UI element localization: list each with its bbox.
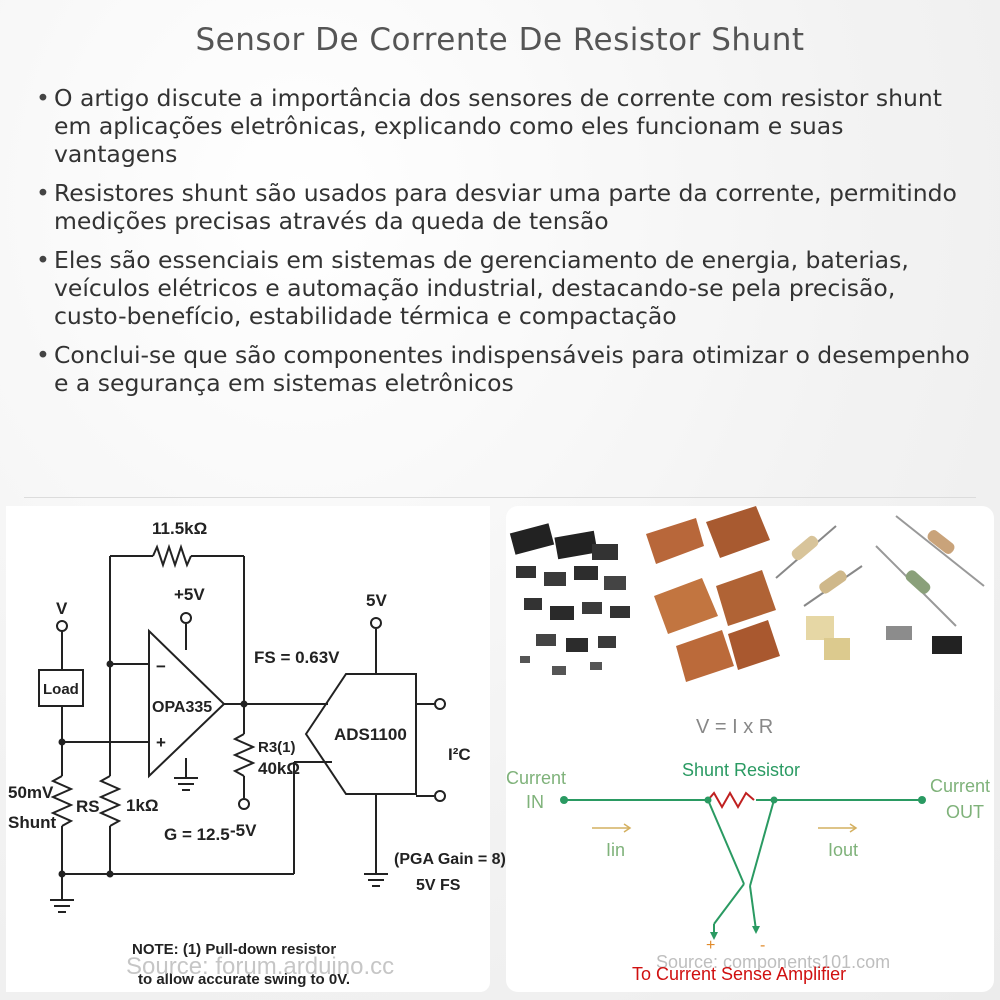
current-in-label: Current: [506, 768, 566, 788]
bullet-item: Conclui-se que são componentes indispens…: [32, 341, 972, 397]
source-watermark-left: Source: forum.arduino.cc: [126, 953, 394, 980]
shunt-resistor-label: Shunt Resistor: [682, 760, 800, 780]
r3-label: R3(1): [258, 739, 296, 756]
load-label: Load: [43, 681, 79, 698]
current-out-label: Current: [930, 776, 990, 796]
adc-supply-label: 5V: [366, 591, 387, 610]
minus-terminal: -: [760, 937, 765, 954]
divider: [24, 497, 976, 498]
gain-label: G = 12.5: [164, 825, 230, 844]
r3-value: 40kΩ: [258, 759, 300, 778]
smd-resistors-photo: [509, 523, 630, 675]
bullet-item: Eles são essenciais em sistemas de geren…: [32, 246, 972, 330]
adc-label: ADS1100: [334, 725, 407, 744]
shunt-diagram: V = I x R Shunt Resistor Current IN Curr…: [506, 506, 990, 984]
pga-fs-label: 5V FS: [416, 877, 461, 894]
opamp-label: OPA335: [152, 699, 212, 716]
amplifier-label: To Current Sense Amplifier: [632, 964, 846, 984]
feedback-resistor-label: 11.5kΩ: [152, 519, 207, 538]
shunt-mv-label: 50mV: [8, 783, 54, 802]
v-label: V: [56, 599, 68, 618]
iin-label: Iin: [606, 840, 625, 860]
minus-5v-label: -5V: [230, 821, 257, 840]
r1k-label: 1kΩ: [126, 796, 159, 815]
copper-shunt-resistors-photo: [646, 506, 780, 682]
pga-gain-label: (PGA Gain = 8): [394, 851, 506, 868]
current-out-label-2: OUT: [946, 802, 984, 822]
iout-label: Iout: [828, 840, 858, 860]
shunt-label: Shunt: [8, 813, 56, 832]
note-line1: NOTE: (1) Pull-down resistor: [132, 941, 336, 958]
fs-label: FS = 0.63V: [254, 648, 340, 667]
i2c-label: I²C: [448, 745, 471, 764]
opamp-plus: +: [156, 733, 166, 752]
bullet-list: O artigo discute a importância dos senso…: [32, 84, 972, 408]
opamp-minus: −: [156, 657, 166, 676]
rs-label: RS: [76, 797, 100, 816]
circuit-schematic: 11.5kΩ +5V V Load OPA335 − + FS = 0.63V …: [8, 519, 506, 988]
plus-terminal: +: [706, 937, 715, 954]
circuit-schematic-image: 11.5kΩ +5V V Load OPA335 − + FS = 0.63V …: [6, 506, 506, 992]
source-watermark-right: Source: components101.com: [656, 952, 890, 972]
formula-label: V = I x R: [696, 716, 773, 738]
shunt-diagram-image: V = I x R Shunt Resistor Current IN Curr…: [506, 506, 994, 992]
note-line2: to allow accurate swing to 0V.: [138, 971, 350, 988]
bullet-item: Resistores shunt são usados para desviar…: [32, 179, 972, 235]
bullet-item: O artigo discute a importância dos senso…: [32, 84, 972, 168]
plus-5v-label: +5V: [174, 585, 205, 604]
axial-resistors-photo: [775, 515, 985, 660]
resistor-symbol: [707, 790, 755, 810]
page-title: Sensor De Corrente De Resistor Shunt: [195, 22, 805, 58]
current-in-label-2: IN: [526, 792, 544, 812]
